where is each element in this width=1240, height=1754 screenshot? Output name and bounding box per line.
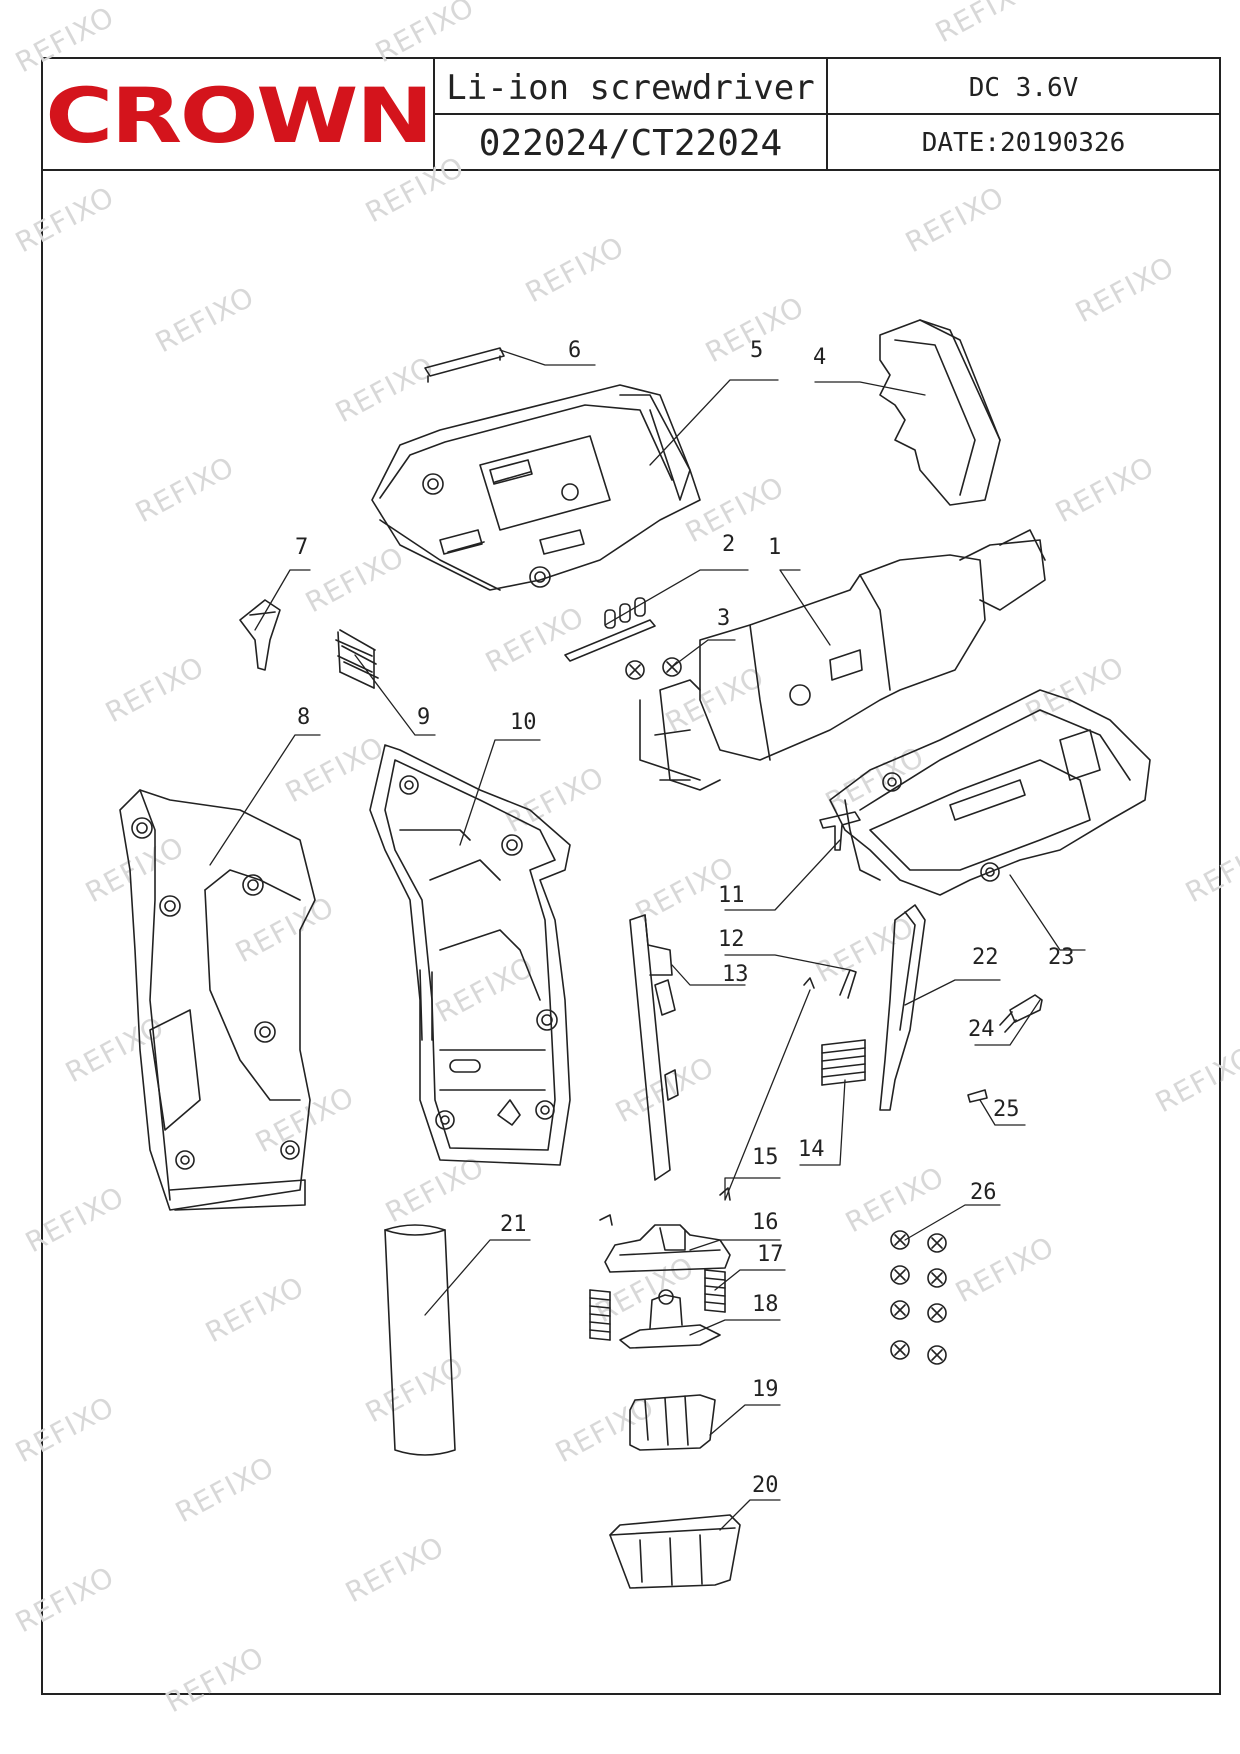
part-22-side-cover [879,904,926,1111]
callout-4: 4 [813,345,827,370]
callout-11: 11 [718,883,745,908]
brand-logo-text: CROWN [45,70,433,160]
callout-17: 17 [757,1242,784,1267]
part-7-trigger-lever [239,599,281,671]
callout-6: 6 [568,338,582,363]
callout-2: 2 [722,532,736,557]
callout-16: 16 [752,1210,779,1235]
leader-lines [209,349,1086,1531]
part-3-screws [625,657,682,680]
part-14-spring [821,1039,866,1086]
callout-3: 3 [717,606,731,631]
model-number: 022024/CT22024 [478,122,783,164]
part-26-screws [890,1230,947,1365]
part-24-led [999,994,1043,1033]
part-23-motor-frame [829,689,1151,896]
callout-9: 9 [417,705,431,730]
callout-1: 1 [768,535,782,560]
part-18-contact-plate [619,1289,721,1349]
part-16-base-holder [604,1224,731,1273]
product-name: Li-ion screwdriver [446,68,815,108]
callout-5: 5 [750,338,764,363]
callout-12: 12 [718,927,745,952]
part-13-control-board [629,914,679,1181]
part-25-diode [967,1089,988,1103]
callout-20: 20 [752,1473,779,1498]
part-1-motor-gearbox [639,529,1046,791]
callout-26: 26 [970,1180,997,1205]
part-10-handle-shell-right [369,744,571,1166]
callout-14: 14 [798,1137,825,1162]
drawing-date: DATE:20190326 [921,128,1126,158]
callout-18: 18 [752,1292,779,1317]
part-5-top-cover [371,384,701,591]
brand-logo: CROWN [44,60,433,170]
part-21-battery-cell [384,1224,456,1456]
callout-13: 13 [722,962,749,987]
callout-21: 21 [500,1212,527,1237]
part-17-springs [589,1269,726,1341]
part-19-end-cap [629,1394,716,1451]
callout-25: 25 [993,1097,1020,1122]
voltage-spec: DC 3.6V [968,73,1079,103]
part-6-bracket [424,347,505,383]
callout-24: 24 [968,1017,995,1042]
part-20-bottom-cover [609,1514,741,1589]
part-12-wire-clip [839,969,857,999]
callout-7: 7 [295,535,309,560]
callout-19: 19 [752,1377,779,1402]
callout-15: 15 [752,1145,779,1170]
callout-8: 8 [297,705,311,730]
part-8-handle-shell-left [119,789,316,1211]
part-11-switch-key [819,811,861,851]
part-15-pin [599,977,815,1226]
part-4-side-cap [879,319,1001,506]
part-9-spring [335,629,379,689]
callout-23: 23 [1048,945,1075,970]
callout-10: 10 [510,710,537,735]
callout-22: 22 [972,945,999,970]
